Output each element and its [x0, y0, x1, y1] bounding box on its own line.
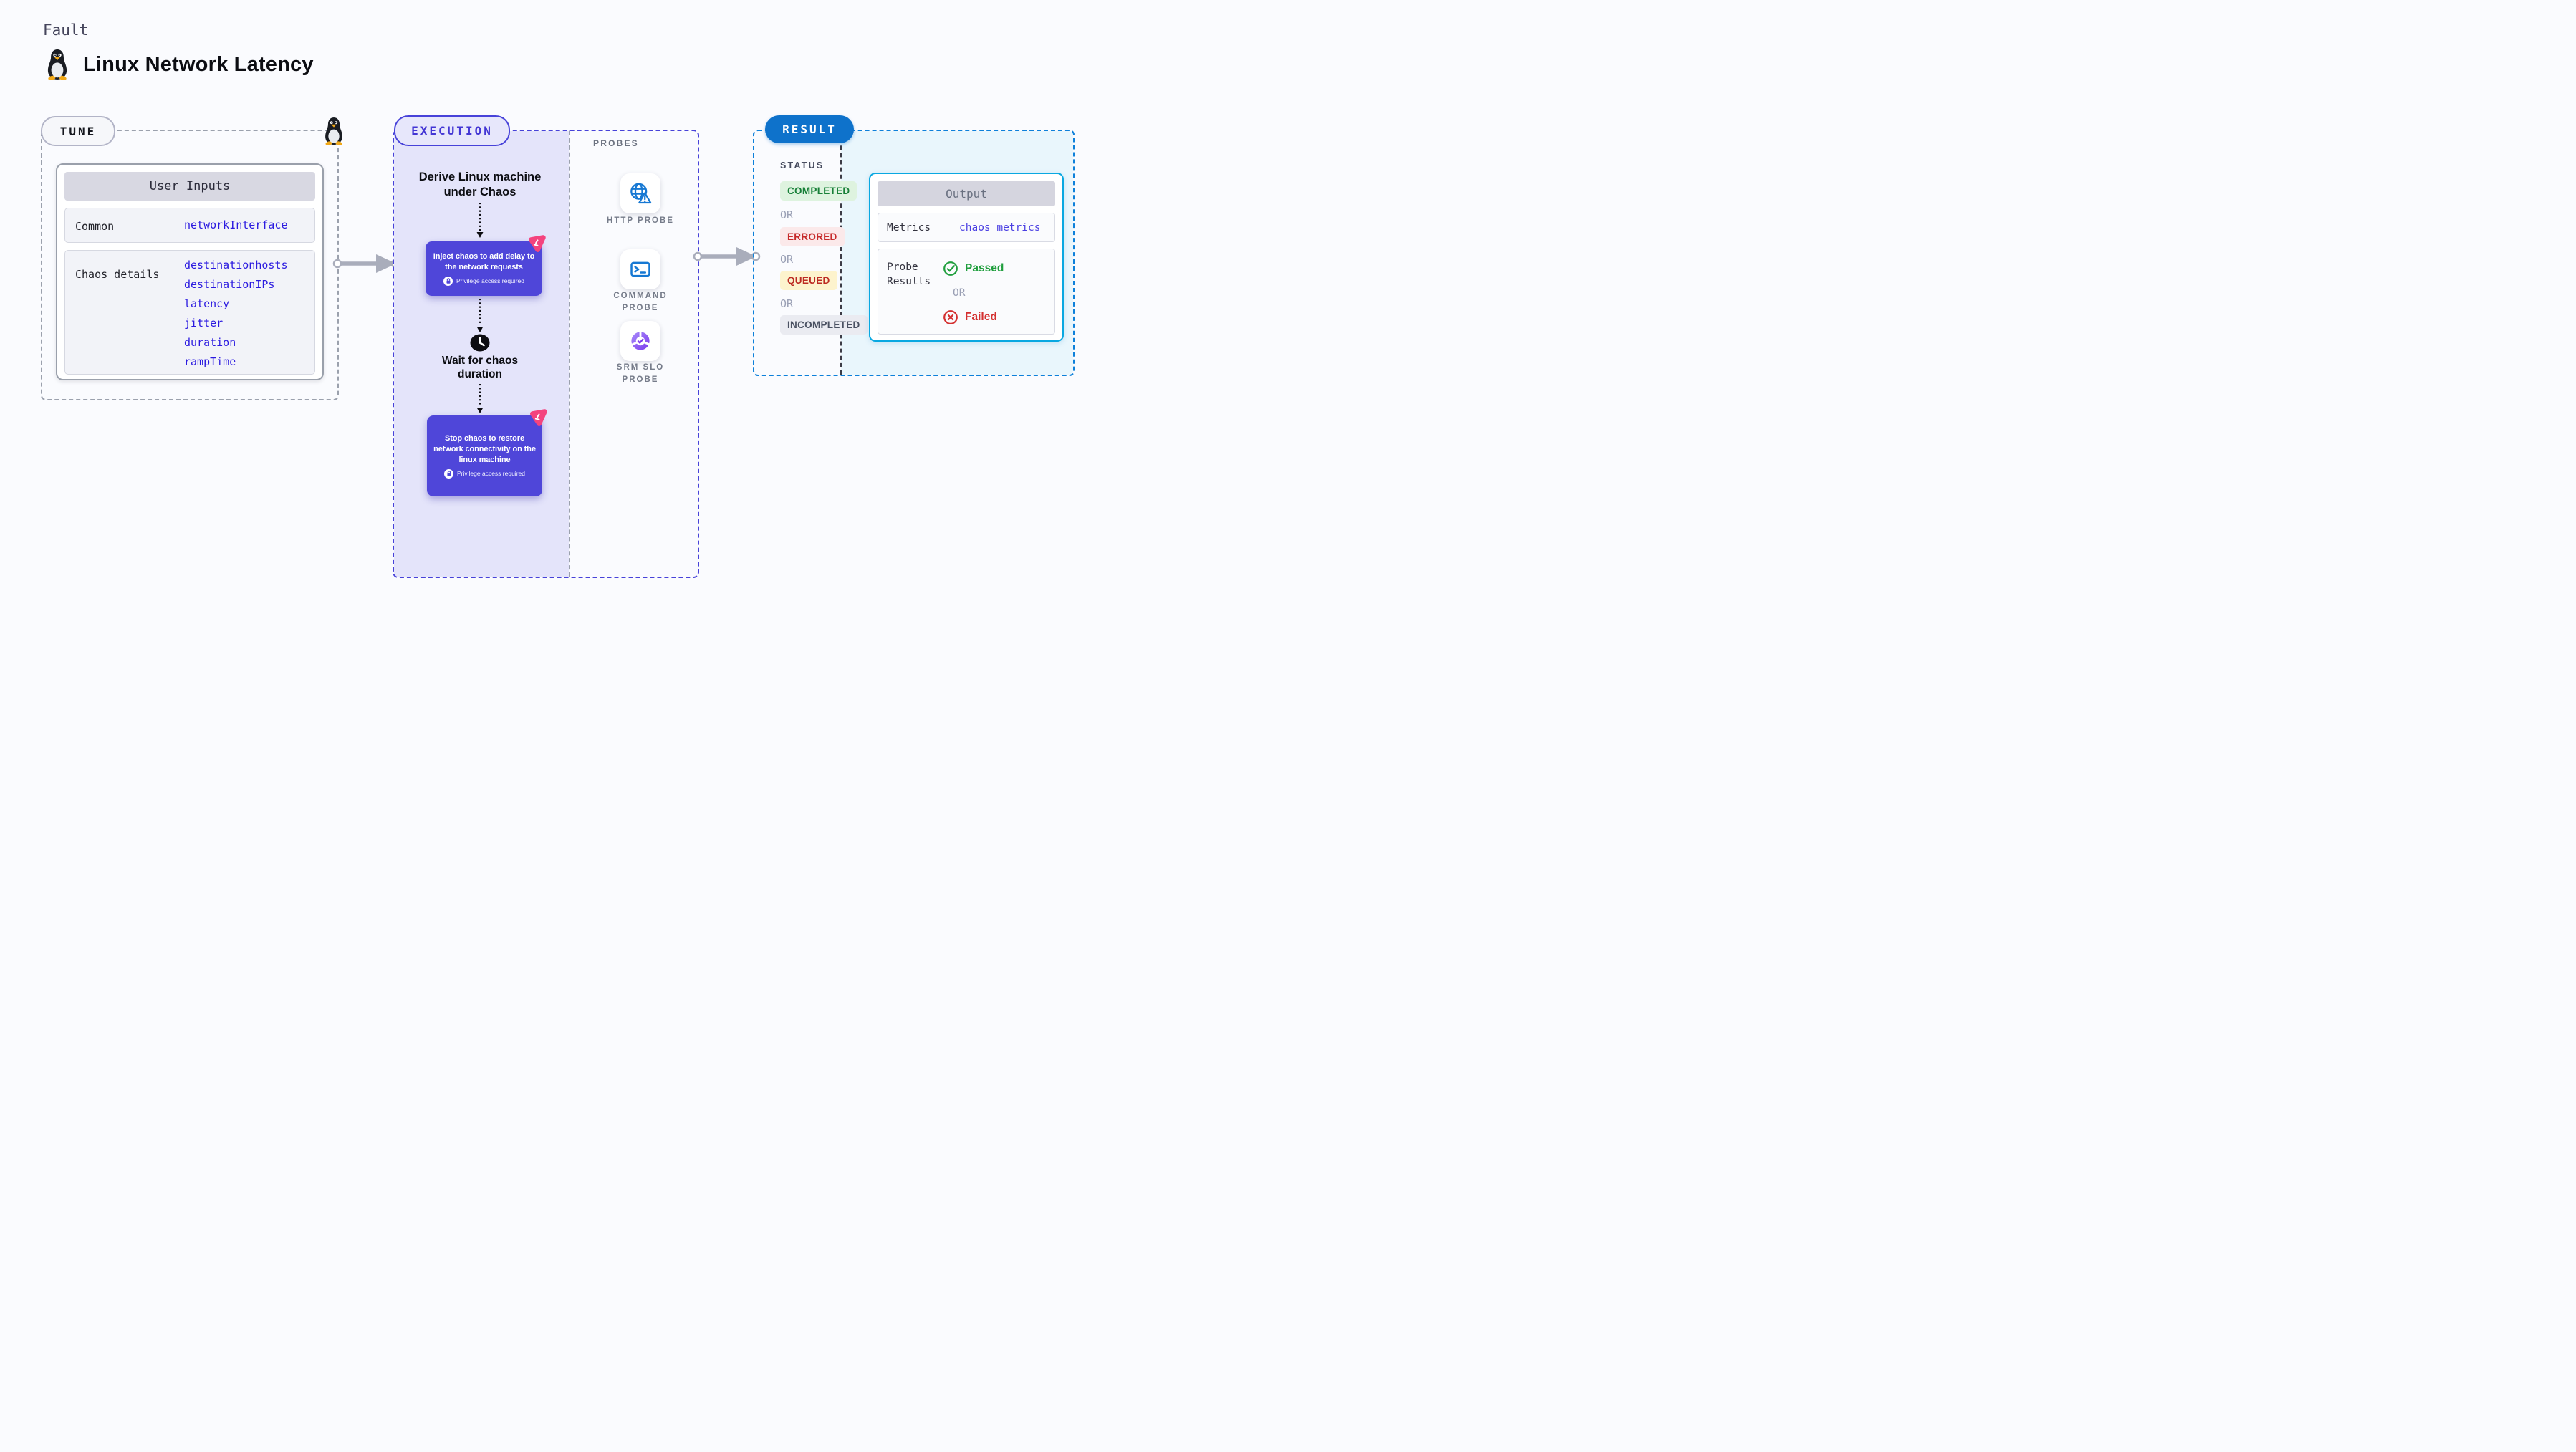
- flow-arrow-tune-to-execution: [332, 254, 400, 273]
- result-pill: RESULT: [765, 115, 854, 143]
- status-label: STATUS: [780, 160, 825, 170]
- output-card: Output Metrics chaos metrics Probe Resul…: [869, 173, 1064, 342]
- chaos-fault-icon: [527, 406, 548, 428]
- probe-label-line: COMMAND: [613, 292, 668, 300]
- privilege-note: Privilege access required: [456, 277, 524, 285]
- input-value: networkInterface: [184, 218, 288, 231]
- probe-results-label: Probe Results: [887, 261, 931, 287]
- flow-arrow-execution-to-result: [693, 247, 761, 266]
- privilege-note: Privilege access required: [457, 470, 525, 478]
- input-row-label: Common: [75, 220, 115, 233]
- globe-alert-icon: [630, 183, 652, 204]
- stop-chaos-node: Stop chaos to restore network connectivi…: [427, 415, 542, 496]
- title-row: Linux Network Latency: [44, 49, 314, 80]
- input-value: destinationhosts: [184, 259, 288, 271]
- privilege-row: Privilege access required: [444, 468, 525, 479]
- slo-donut-check-icon: [630, 331, 650, 350]
- clock-icon: [470, 334, 490, 352]
- input-value: rampTime: [184, 355, 236, 368]
- input-row-chaos-details: Chaos details destinationhosts destinati…: [64, 250, 315, 375]
- http-probe-label: HTTP PROBE: [593, 215, 688, 227]
- tune-pill: TUNE: [41, 116, 115, 146]
- passed-label: Passed: [965, 262, 1004, 274]
- or-label: OR: [953, 287, 966, 299]
- status-badge-incompleted: INCOMPLETED: [780, 315, 868, 335]
- fault-diagram-page: Fault Linux Network Latency TUNE User In…: [0, 0, 1105, 623]
- execution-flow-area: [394, 131, 569, 577]
- fault-kicker: Fault: [43, 21, 89, 39]
- status-badge-errored: ERRORED: [780, 227, 845, 246]
- input-value: destinationIPs: [184, 278, 275, 291]
- metrics-value: chaos metrics: [959, 222, 1041, 234]
- input-value: jitter: [184, 317, 224, 330]
- check-circle-icon: [943, 261, 958, 276]
- execution-probes-divider: [569, 131, 570, 577]
- tux-penguin-icon: [322, 117, 346, 145]
- status-badge-completed: COMPLETED: [780, 181, 857, 201]
- metrics-row: Metrics chaos metrics: [878, 213, 1055, 242]
- probe-results-row: Probe Results Passed OR Failed: [878, 249, 1055, 335]
- lock-icon: [444, 468, 454, 479]
- privilege-row: Privilege access required: [443, 276, 524, 286]
- derive-step-label: Derive Linux machine under Chaos: [418, 170, 542, 198]
- inject-chaos-text: Inject chaos to add delay to the network…: [433, 252, 535, 271]
- output-header: Output: [878, 181, 1055, 206]
- metrics-label: Metrics: [887, 222, 931, 234]
- stop-chaos-text: Stop chaos to restore network connectivi…: [433, 434, 536, 464]
- terminal-icon: [630, 261, 650, 277]
- failed-verdict: Failed: [943, 309, 997, 325]
- srm-slo-probe-label: SRM SLO PROBE: [593, 362, 688, 387]
- failed-label: Failed: [965, 311, 997, 323]
- or-label: OR: [780, 208, 794, 221]
- user-inputs-header: User Inputs: [64, 172, 315, 201]
- dotted-arrow-icon: [476, 203, 484, 238]
- inject-chaos-node: Inject chaos to add delay to the network…: [426, 241, 542, 296]
- chaos-fault-icon: [525, 232, 547, 254]
- status-output-divider: [840, 131, 842, 375]
- probe-label-line: PROBE: [622, 375, 659, 385]
- input-row-common: Common networkInterface: [64, 208, 315, 243]
- srm-slo-probe-card: [620, 321, 660, 361]
- probe-label-line: PROBE: [622, 304, 659, 313]
- input-value: latency: [184, 297, 230, 310]
- passed-verdict: Passed: [943, 261, 1004, 277]
- tux-penguin-icon: [44, 49, 70, 80]
- input-value: duration: [184, 336, 236, 349]
- input-row-label: Chaos details: [75, 268, 160, 281]
- probe-label-line: SRM SLO: [616, 363, 665, 372]
- execution-section-box: [393, 130, 699, 578]
- page-title: Linux Network Latency: [83, 52, 314, 76]
- dotted-arrow-icon: [476, 384, 484, 413]
- user-inputs-card: User Inputs Common networkInterface Chao…: [56, 163, 324, 380]
- http-probe-card: [620, 173, 660, 213]
- command-probe-card: [620, 249, 660, 289]
- or-label: OR: [780, 253, 794, 266]
- result-section-box: STATUS COMPLETED OR ERRORED OR QUEUED OR…: [753, 130, 1075, 376]
- lock-icon: [443, 276, 453, 286]
- wait-step-label: Wait for chaos duration: [441, 355, 519, 381]
- or-label: OR: [780, 297, 794, 310]
- probes-label: PROBES: [593, 138, 639, 148]
- dotted-arrow-icon: [476, 299, 484, 332]
- command-probe-label: COMMAND PROBE: [593, 290, 688, 315]
- probe-label-line: HTTP PROBE: [607, 216, 674, 225]
- x-circle-icon: [943, 310, 958, 324]
- status-badge-queued: QUEUED: [780, 271, 837, 290]
- execution-pill: EXECUTION: [394, 115, 510, 146]
